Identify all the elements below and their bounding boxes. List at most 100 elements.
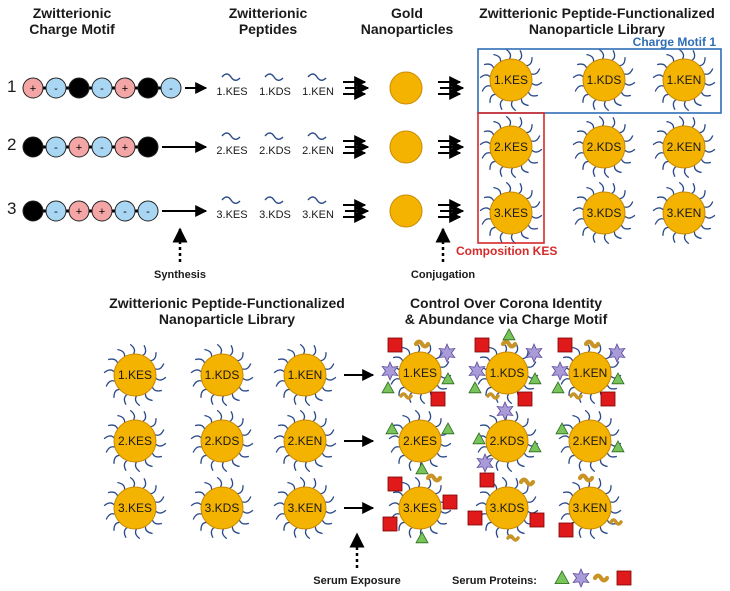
peptide-ligand xyxy=(312,344,317,357)
nanoparticle-core xyxy=(582,125,626,169)
peptide-ligand xyxy=(134,528,141,540)
peptide-ligand xyxy=(398,521,405,531)
peptide-ligand xyxy=(155,509,167,514)
nanoparticle-label: 1.KDS xyxy=(490,366,525,380)
peptide-ligand xyxy=(527,158,539,164)
triangle-icon xyxy=(441,422,455,435)
peptide-ligand xyxy=(241,429,252,436)
peptide-ligand xyxy=(325,376,337,381)
functionalized-nanoparticle: 2.KEN xyxy=(652,115,716,179)
peptide-ligand xyxy=(560,378,571,385)
functionalized-nanoparticle: 1.KEN xyxy=(652,48,716,112)
peptide-ligand xyxy=(321,452,333,458)
peptide-ligand xyxy=(150,418,157,428)
functionalized-nanoparticle: 2.KES xyxy=(388,409,452,473)
peptide-ligand xyxy=(402,346,411,355)
header-library-top-2: Nanoparticle Library xyxy=(529,21,665,37)
peptide-ligand xyxy=(505,115,512,127)
peptide-ligand xyxy=(598,181,605,193)
peptide-ligand xyxy=(324,496,335,503)
peptide-ligand xyxy=(238,519,250,525)
peptide-ligand xyxy=(703,201,714,208)
peptide-ligand xyxy=(320,485,327,495)
peptide-ligand xyxy=(558,502,570,507)
peptide-ligand xyxy=(241,363,252,370)
peptide-ligand xyxy=(192,513,203,520)
peptide-ligand xyxy=(154,363,165,370)
peptide-ligand xyxy=(429,459,438,468)
star-icon xyxy=(496,401,514,421)
peptide-ligand xyxy=(304,395,311,407)
triangle-icon xyxy=(385,422,399,435)
nanoparticle-label: 1.KES xyxy=(118,368,152,382)
peptide-ligand xyxy=(105,380,116,387)
peptide-ligand xyxy=(506,393,513,405)
nanoparticle-label: 1.KEN xyxy=(288,368,323,382)
peptide-ligand xyxy=(605,485,612,495)
charge-motif-chain: -+-+ xyxy=(22,136,159,158)
peptide-ligand xyxy=(242,509,254,514)
star-icon xyxy=(468,361,486,381)
peptide-ligand xyxy=(190,502,202,507)
nanoparticle-label: 3.KES xyxy=(494,206,528,220)
worm-icon xyxy=(500,339,518,349)
charge-sign: + xyxy=(122,142,128,154)
star-icon xyxy=(525,343,543,363)
peptide-strand xyxy=(307,132,327,140)
peptide-ligand xyxy=(623,68,634,75)
peptide-ligand xyxy=(192,380,203,387)
peptide-ligand xyxy=(392,356,404,362)
peptide-ligand xyxy=(666,53,675,62)
charge-sign: - xyxy=(100,142,104,154)
charge-motif-chain: +--+- xyxy=(22,77,182,99)
peptide-ligand xyxy=(514,410,519,423)
peptide-ligand xyxy=(654,85,665,92)
triangle-icon xyxy=(415,462,429,475)
peptide-ligand xyxy=(582,226,589,236)
peptide-ligand xyxy=(619,190,626,200)
square-icon xyxy=(467,510,483,526)
header-library-top-1: Zwitterionic Peptide-Functionalized xyxy=(479,5,715,21)
peptide-ligand xyxy=(704,81,716,86)
peptide-ligand xyxy=(242,442,254,447)
peptide-ligand xyxy=(586,120,595,129)
peptide-ligand xyxy=(589,528,596,540)
charge-residue xyxy=(114,136,136,158)
functionalized-nanoparticle: 3.KDS xyxy=(572,181,636,245)
peptide-ligand xyxy=(238,452,250,458)
peptide-strand xyxy=(264,196,284,204)
corona-proteins xyxy=(467,472,545,542)
peptide-ligand xyxy=(439,361,450,368)
charge-motif-chain: -++-- xyxy=(22,200,159,222)
header-peptides-2: Peptides xyxy=(239,21,298,37)
functionalized-nanoparticle: 2.KEN xyxy=(273,409,337,473)
peptide-ligand xyxy=(483,196,495,202)
peptide-ligand xyxy=(402,414,411,423)
peptide-ligand xyxy=(435,485,442,495)
triangle-icon xyxy=(502,328,516,341)
worm-icon xyxy=(577,473,595,483)
peptide-ligand xyxy=(520,231,529,240)
charge-residue xyxy=(68,200,90,222)
peptide-ligand xyxy=(683,233,690,245)
peptide-ligand xyxy=(283,388,290,398)
corona-proteins xyxy=(382,473,458,544)
peptide-ligand xyxy=(293,526,298,539)
peptide-ligand xyxy=(518,49,523,62)
peptide-ligand xyxy=(142,344,147,357)
peptide-ligand xyxy=(526,190,533,200)
peptide-ligand xyxy=(683,167,690,179)
star-icon xyxy=(476,453,494,473)
peptide-ligand xyxy=(436,384,448,390)
charge-motif-chains: +--+--+-+-++-- xyxy=(22,77,182,222)
triangle-icon xyxy=(528,372,542,385)
peptide-ligand xyxy=(273,502,285,507)
peptide-ligand xyxy=(493,120,502,129)
peptide-ligand xyxy=(304,528,311,540)
peptide-ligand xyxy=(123,526,128,539)
nanoparticle-core xyxy=(113,486,157,530)
peptide-ligand xyxy=(576,63,588,69)
peptide-ligand xyxy=(619,57,626,67)
peptide-ligand xyxy=(192,446,203,453)
peptide-ligand xyxy=(293,459,298,472)
